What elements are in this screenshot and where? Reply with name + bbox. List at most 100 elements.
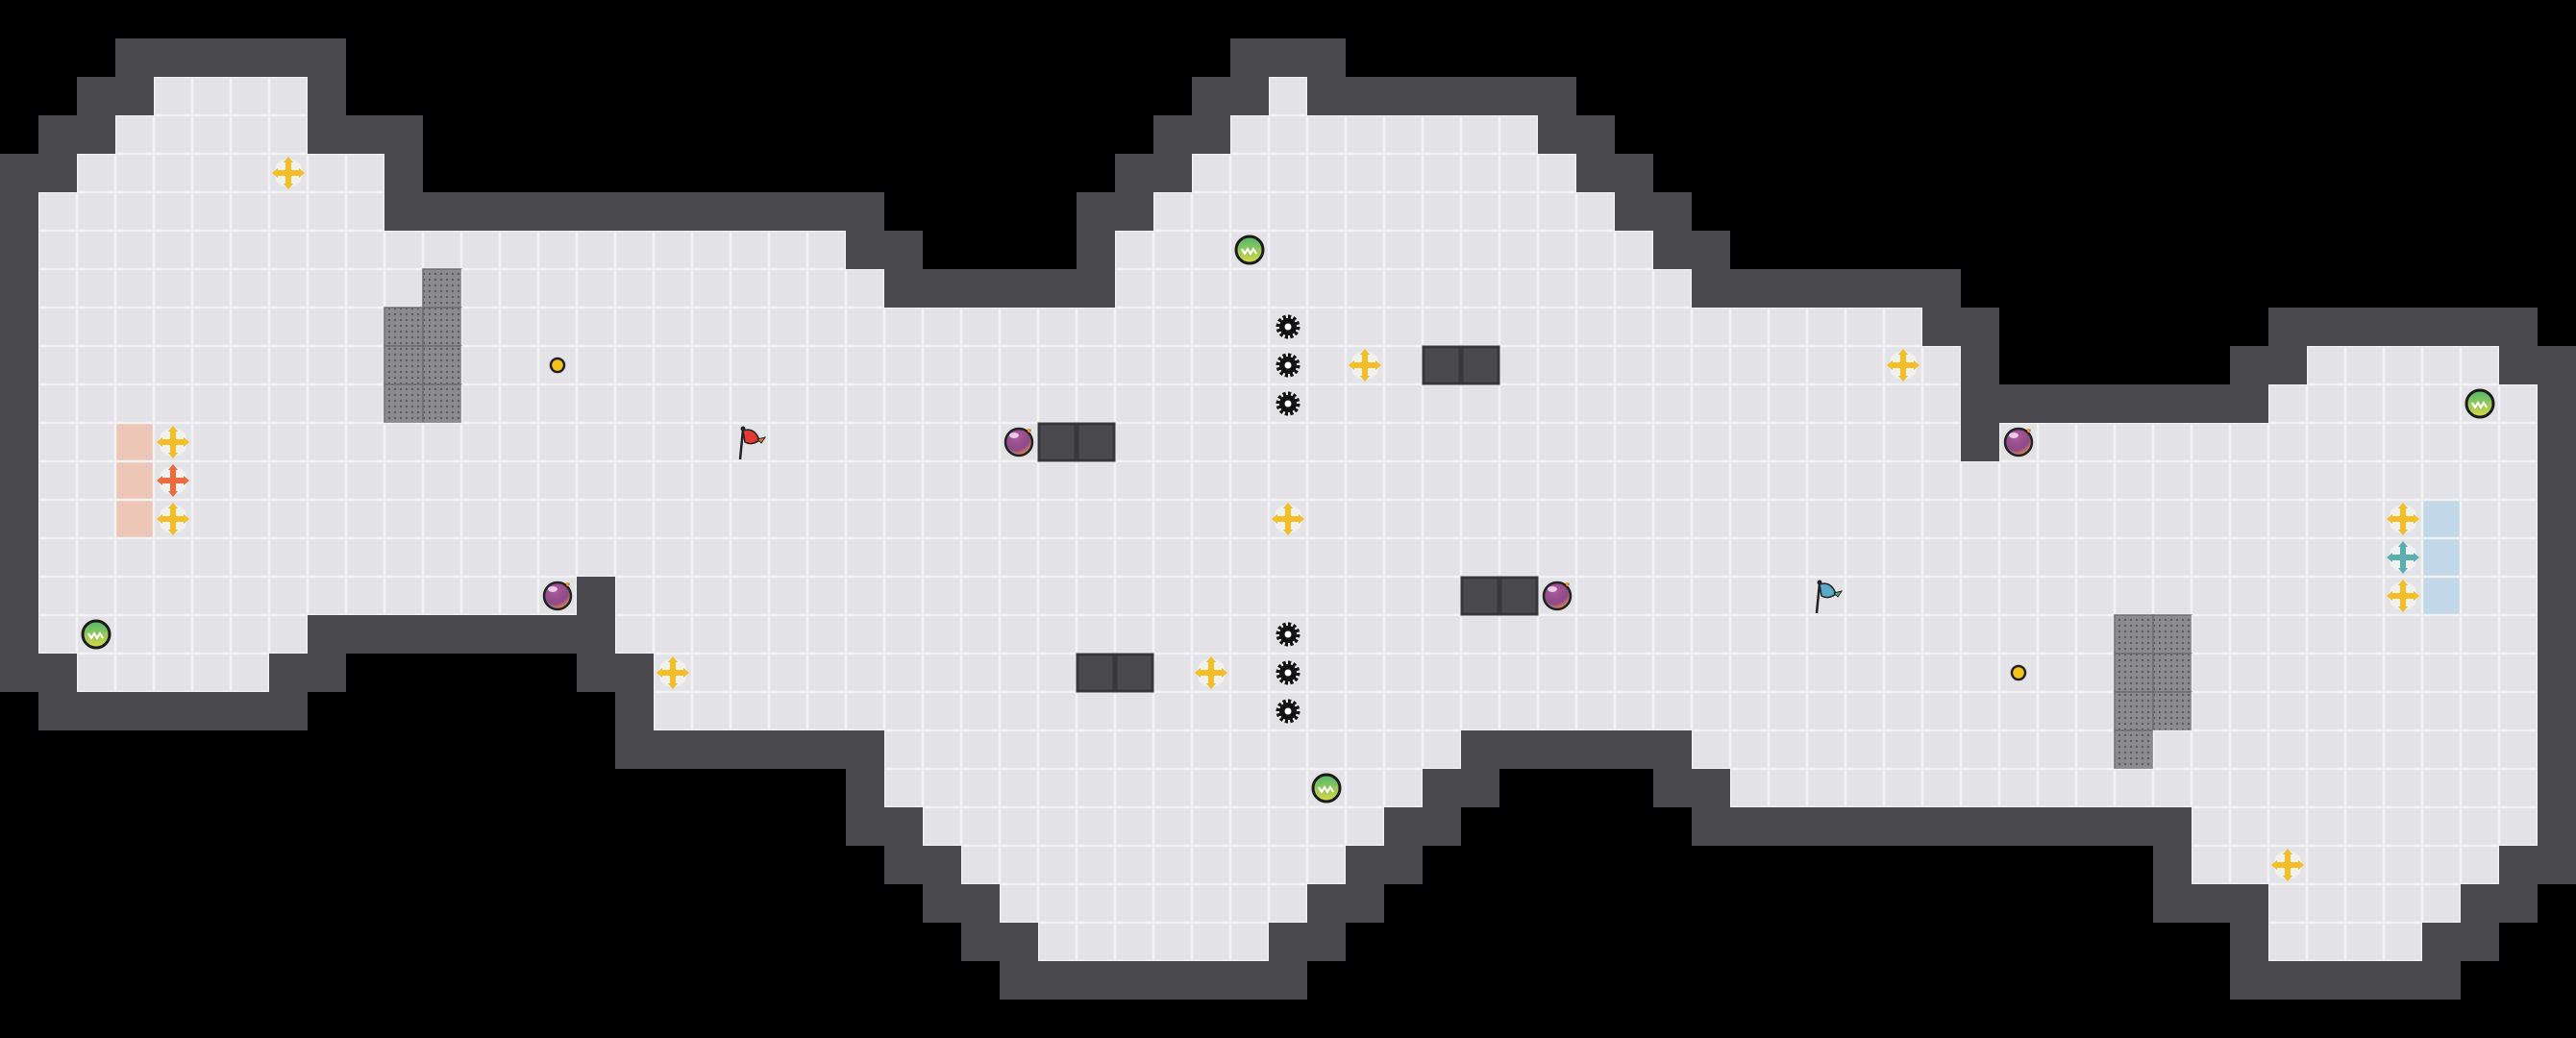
- floor-tile: [806, 230, 847, 270]
- wall-tile: [1461, 769, 1499, 807]
- floor-tile: [2383, 614, 2423, 655]
- floor-tile: [2267, 460, 2308, 501]
- floor-tile: [230, 307, 270, 347]
- floor-tile: [1652, 268, 1693, 309]
- floor-tile: [1229, 153, 1270, 193]
- floor-tile: [1806, 768, 1846, 808]
- floor-tile: [614, 460, 655, 501]
- wall-tile: [1077, 269, 1115, 308]
- floor-tile: [1345, 268, 1385, 309]
- wall-tile: [1153, 115, 1192, 154]
- floor-tile: [1191, 806, 1231, 847]
- floor-tile: [1691, 345, 1731, 385]
- floor-tile: [691, 537, 731, 578]
- wall-tile: [2230, 384, 2268, 423]
- wall-tile: [1115, 961, 1153, 1000]
- bomb-icon: [1003, 427, 1034, 457]
- wall-block: [1037, 422, 1077, 462]
- floor-tile: [76, 537, 116, 578]
- wall-tile: [1384, 846, 1423, 884]
- floor-tile: [345, 307, 385, 347]
- floor-tile: [2460, 614, 2500, 655]
- wall-tile: [2538, 654, 2576, 692]
- floor-tile: [1652, 537, 1693, 578]
- floor-tile: [1614, 230, 1654, 270]
- floor-tile: [1383, 345, 1424, 385]
- floor-tile: [230, 537, 270, 578]
- floor-tile: [268, 576, 309, 616]
- wall-tile: [846, 769, 884, 807]
- floor-tile: [307, 230, 347, 270]
- floor-tile: [691, 614, 731, 655]
- floor-tile: [2498, 653, 2539, 693]
- floor-tile: [2152, 768, 2192, 808]
- floor-tile: [2460, 768, 2500, 808]
- wall-tile: [115, 692, 154, 730]
- floor-tile: [76, 576, 116, 616]
- floor-tile: [2229, 806, 2269, 847]
- floor-tile: [1152, 383, 1193, 424]
- floor-tile: [1768, 576, 1808, 616]
- floor-tile: [1152, 653, 1193, 693]
- floor-tile: [307, 307, 347, 347]
- floor-tile: [114, 268, 155, 309]
- portal-dot-icon: [2010, 664, 2027, 681]
- floor-tile: [960, 768, 1001, 808]
- floor-tile: [1114, 268, 1154, 309]
- floor-tile: [1460, 191, 1500, 232]
- floor-tile: [2229, 768, 2269, 808]
- floor-tile: [2383, 460, 2423, 501]
- floor-tile: [345, 537, 385, 578]
- powerup-mark: [2471, 401, 2488, 409]
- floor-tile: [1960, 768, 2000, 808]
- floor-tile: [614, 230, 655, 270]
- floor-tile: [1806, 729, 1846, 770]
- floor-tile: [1460, 422, 1500, 462]
- floor-tile: [460, 307, 501, 347]
- wall-tile: [2345, 308, 2384, 346]
- wall-tile: [1077, 192, 1115, 231]
- wall-block: [1076, 422, 1116, 462]
- floor-tile: [730, 345, 770, 385]
- floor-tile: [1306, 345, 1347, 385]
- floor-tile: [1306, 691, 1347, 731]
- floor-tile: [1383, 153, 1424, 193]
- floor-tile: [1768, 307, 1808, 347]
- bomb-icon: [542, 581, 573, 611]
- floor-tile: [1691, 422, 1731, 462]
- floor-tile: [2075, 768, 2116, 808]
- floor-tile: [653, 614, 693, 655]
- floor-tile: [2267, 653, 2308, 693]
- floor-tile: [1229, 922, 1270, 962]
- floor-tile: [345, 191, 385, 232]
- floor-tile: [2306, 653, 2346, 693]
- floor-tile: [883, 307, 924, 347]
- floor-tile: [1883, 460, 1923, 501]
- wall-tile: [2153, 884, 2192, 923]
- wall-tile: [192, 692, 231, 730]
- bomb-fuse: [2027, 429, 2031, 432]
- floor-tile: [1191, 460, 1231, 501]
- floor-tile: [1037, 460, 1077, 501]
- floor-tile: [345, 268, 385, 309]
- floor-tile: [1076, 768, 1116, 808]
- floor-tile: [1921, 499, 1962, 539]
- floor-tile: [1306, 268, 1347, 309]
- floor-tile: [153, 653, 193, 693]
- floor-tile: [614, 499, 655, 539]
- floor-tile: [1883, 383, 1923, 424]
- floor-tile: [1306, 537, 1347, 578]
- wall-tile: [346, 115, 384, 154]
- floor-tile: [1537, 230, 1577, 270]
- floor-tile: [1806, 691, 1846, 731]
- wall-tile: [1000, 961, 1038, 1000]
- floor-tile: [114, 114, 155, 155]
- wall-tile: [2153, 846, 2192, 884]
- gate-tile: [422, 383, 462, 424]
- wall-tile: [615, 192, 654, 231]
- floor-tile: [691, 499, 731, 539]
- wall-block: [1460, 576, 1500, 616]
- floor-tile: [2267, 691, 2308, 731]
- floor-tile: [768, 230, 808, 270]
- floor-tile: [730, 307, 770, 347]
